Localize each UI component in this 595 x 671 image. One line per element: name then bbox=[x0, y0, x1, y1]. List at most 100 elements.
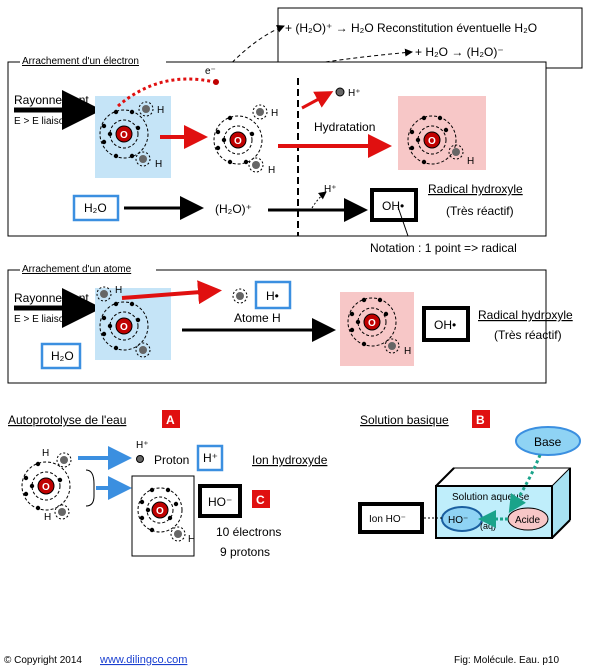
hydroxide-box-label: HO⁻ bbox=[208, 495, 232, 509]
copyright: © Copyright 2014 bbox=[4, 655, 82, 666]
bracket bbox=[85, 469, 95, 507]
panel2-water-highlight bbox=[95, 288, 171, 360]
proton-dot bbox=[335, 87, 345, 97]
footer: © Copyright 2014 www.dilingco.com Fig: M… bbox=[4, 654, 559, 666]
free-electron bbox=[213, 79, 219, 85]
oxygen-label: O bbox=[368, 318, 376, 329]
electron-ejection-arrow bbox=[117, 77, 215, 108]
panel2-radical-box bbox=[422, 306, 470, 342]
badge-a bbox=[162, 410, 180, 428]
oxygen-label: O bbox=[42, 482, 50, 493]
panel1-reactive: (Très réactif) bbox=[446, 204, 514, 218]
panel1-title: Arrachement d'un électron bbox=[22, 56, 139, 67]
panel2-title: Arrachement d'un atome bbox=[22, 264, 132, 275]
panel2-radical-name: Radical hydroxyle bbox=[478, 308, 573, 322]
ion-hydroxide-label: Ion hydroxyde bbox=[252, 453, 328, 467]
panel2-radical-formula: OH• bbox=[434, 318, 456, 332]
panel1-radical-formula: OH• bbox=[382, 199, 404, 213]
hydrogen-label: H bbox=[42, 448, 49, 459]
oxygen-label: O bbox=[428, 136, 436, 147]
panel2-h-radical-label: H• bbox=[266, 289, 279, 303]
free-hydrogen-atom bbox=[232, 288, 248, 304]
badge-b bbox=[472, 410, 490, 428]
panel1-h-plus: H⁺ bbox=[348, 88, 361, 99]
hydrogen-label: H bbox=[155, 159, 162, 170]
hydrogen-label: H bbox=[157, 105, 164, 116]
hydroxide-bubble-label: HO⁻ bbox=[448, 515, 468, 526]
notation-label: Notation : 1 point => radical bbox=[370, 241, 517, 255]
panel1-ion-label: (H₂O)⁺ bbox=[215, 202, 252, 216]
base-label: Base bbox=[534, 435, 562, 449]
proton-count: 9 protons bbox=[220, 545, 270, 559]
panel-atom-removal: Arrachement d'un atome Rayonnement E > E… bbox=[7, 261, 573, 384]
panel2-reactive: (Très réactif) bbox=[494, 328, 562, 342]
proton-label: Proton bbox=[154, 453, 189, 467]
ion-ho-label: Ion HO⁻ bbox=[369, 514, 406, 525]
section-autoprotolysis: Autoprotolyse de l'eau A O H H H⁺ Proton… bbox=[8, 410, 328, 559]
panel1-condition-label: E > E liaison bbox=[14, 116, 70, 127]
hydroxide-ion: O H bbox=[137, 487, 195, 545]
hydrogen-label: H bbox=[268, 165, 275, 176]
hydroxide-box bbox=[198, 484, 242, 518]
hydrogen-label: H bbox=[404, 346, 411, 357]
panel1-proton-loss-label: H⁺ bbox=[324, 184, 337, 195]
base-addition-arrow bbox=[508, 454, 542, 514]
panel2-water-molecule: O H bbox=[96, 285, 151, 358]
reconstitution-note: + (H₂O)⁺ → H₂O Reconstitution éventuelle… bbox=[277, 7, 583, 69]
section-b-title: Solution basique bbox=[360, 413, 449, 427]
site-link[interactable]: www.dilingco.com bbox=[99, 654, 187, 666]
notation-pointer bbox=[397, 206, 409, 237]
panel2-hydroxyl-radical: O H bbox=[347, 297, 411, 357]
panel1-h2o-box bbox=[72, 194, 120, 222]
badge-a-label: A bbox=[166, 413, 175, 427]
acid-label: Acide bbox=[515, 515, 540, 526]
section-basic-solution: Solution basique B Base Solution aqueuse… bbox=[358, 410, 581, 539]
panel1-ionised-molecule: O H H bbox=[213, 104, 278, 176]
proton-box bbox=[196, 444, 224, 472]
proton-dot bbox=[136, 455, 144, 463]
oxygen-label: O bbox=[156, 506, 164, 517]
ion-ho-box bbox=[358, 502, 424, 534]
hydrogen-removal-arrow bbox=[121, 280, 222, 305]
section-a-title: Autoprotolyse de l'eau bbox=[8, 413, 126, 427]
reconstitution-line-2: + H₂O → (H₂O)⁻ bbox=[415, 45, 504, 59]
section-a-water-molecule: O H H bbox=[21, 448, 72, 523]
oxygen-label: O bbox=[120, 322, 128, 333]
panel2-h2o-label: H₂O bbox=[51, 349, 74, 363]
oxygen-label: O bbox=[234, 136, 242, 147]
panel2-h-radical-box bbox=[254, 280, 292, 310]
badge-c-label: C bbox=[256, 493, 265, 507]
reconstitution-line-1: + (H₂O)⁺ → H₂O Reconstitution éventuelle… bbox=[285, 21, 537, 35]
panel1-hydroxyl-radical: O H bbox=[407, 115, 474, 167]
proton-release-arrow bbox=[301, 91, 334, 110]
hydrogen-label: H bbox=[271, 108, 278, 119]
panel2-atom-h-label: Atome H bbox=[234, 311, 281, 325]
panel1-radiation-label: Rayonnement bbox=[14, 93, 89, 107]
hydration-label: Hydratation bbox=[314, 120, 375, 134]
solution-label: Solution aqueuse bbox=[452, 492, 530, 503]
base-bubble bbox=[515, 426, 581, 456]
panel1-water-molecule: O H H bbox=[99, 101, 164, 170]
panel2-h2o-box bbox=[40, 342, 82, 370]
panel1-water-highlight bbox=[95, 96, 171, 178]
panel1-radical-name: Radical hydroxyle bbox=[428, 182, 523, 196]
panel1-proton-loss-arrow bbox=[311, 191, 327, 209]
panel1-h2o-label: H₂O bbox=[84, 201, 107, 215]
proton-box-label: H⁺ bbox=[203, 451, 218, 465]
figure-reference: Fig: Molécule. Eau. p10 bbox=[454, 655, 559, 666]
badge-b-label: B bbox=[476, 413, 485, 427]
oxygen-label: O bbox=[120, 130, 128, 141]
hydrogen-label: H bbox=[115, 285, 122, 296]
panel-electron-removal: Arrachement d'un électron Rayonnement E … bbox=[7, 53, 547, 237]
aqueous-label: (aq) bbox=[480, 521, 496, 531]
panel1-radical-box bbox=[370, 188, 418, 222]
hydrogen-label: H bbox=[467, 156, 474, 167]
hydrogen-label: H bbox=[44, 512, 51, 523]
hydrogen-label: H bbox=[188, 534, 195, 545]
panel2-condition-label: E > E liaison bbox=[14, 314, 70, 325]
panel2-radiation-label: Rayonnement bbox=[14, 291, 89, 305]
electron-count: 10 électrons bbox=[216, 525, 281, 539]
section-a-h-plus: H⁺ bbox=[136, 440, 149, 451]
badge-c bbox=[252, 490, 270, 508]
